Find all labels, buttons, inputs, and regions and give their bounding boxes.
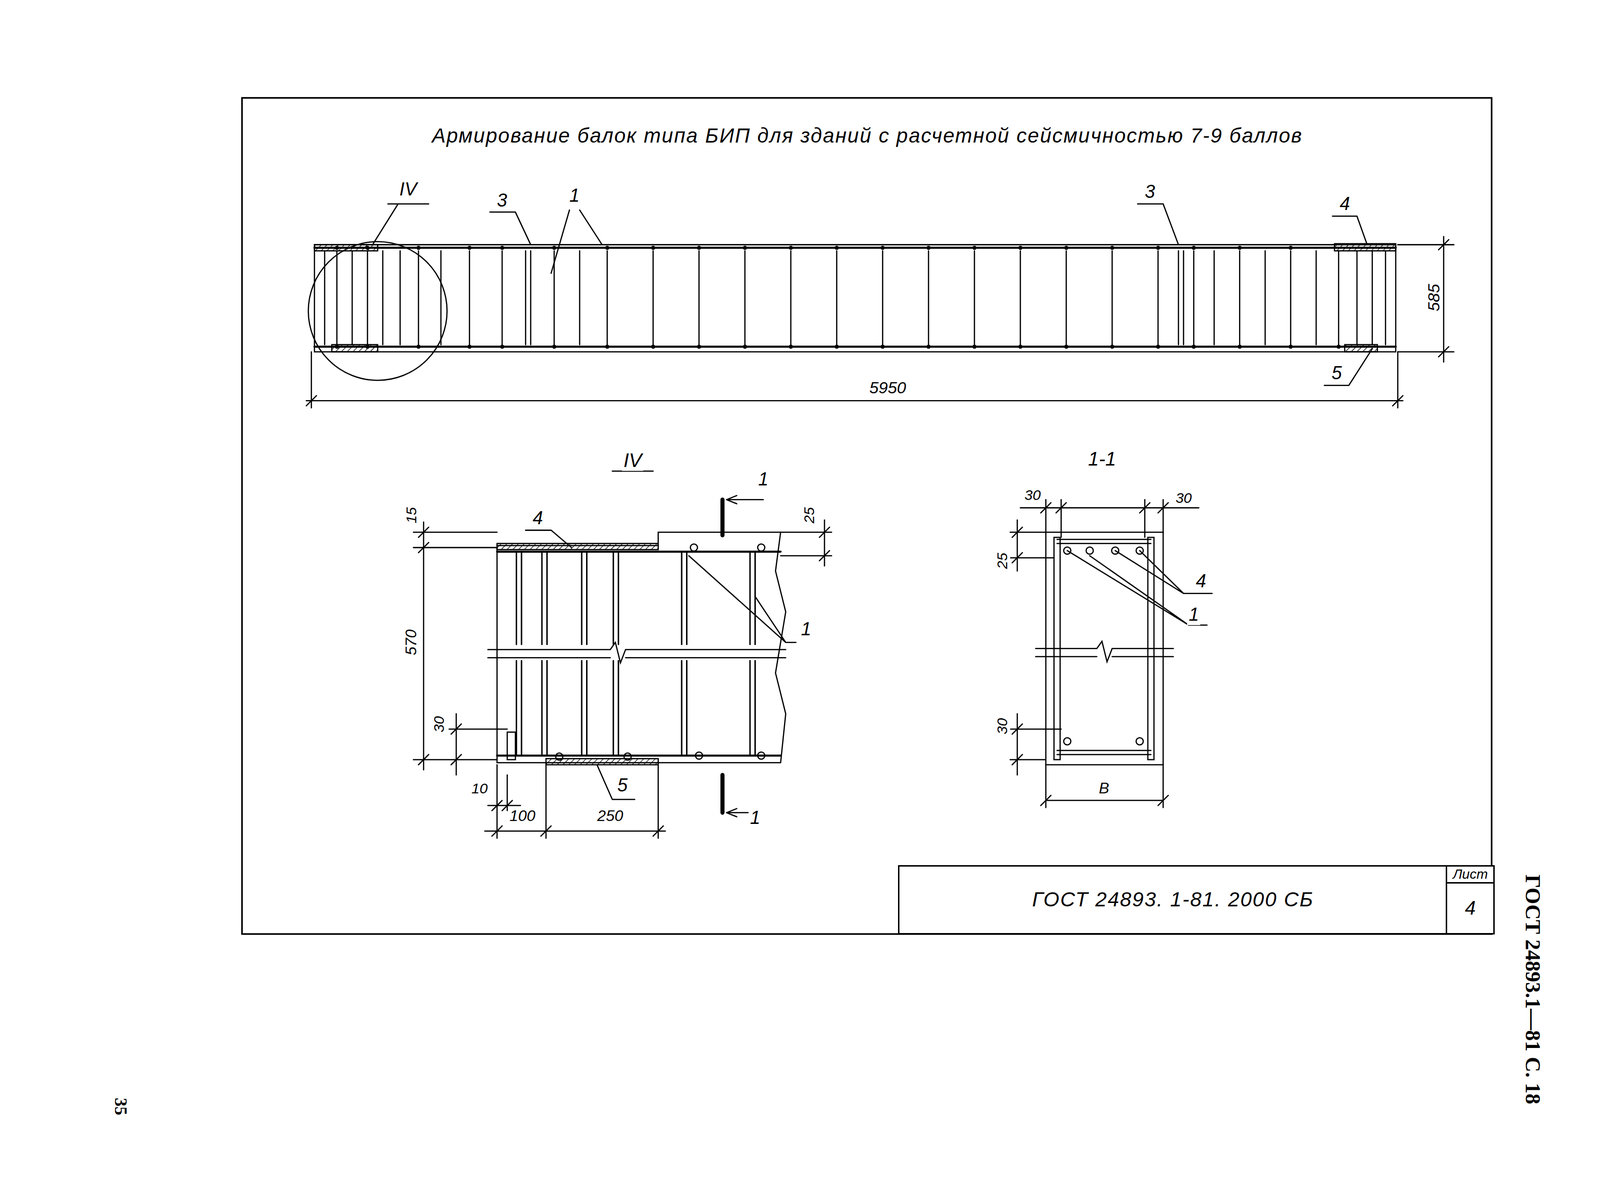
drawing-label: 25 bbox=[994, 551, 1011, 571]
drawing-label: 3 bbox=[1143, 181, 1157, 203]
beam-elevation bbox=[306, 204, 1454, 409]
drawing-label: 10 bbox=[470, 780, 490, 797]
drawing-label: 570 bbox=[402, 628, 420, 657]
sheet-number-cell: Лист4 bbox=[1445, 865, 1495, 935]
drawing-label: ГОСТ 24893.1—81 С. 18 bbox=[1520, 873, 1545, 1107]
drawing-label: В bbox=[1097, 780, 1111, 798]
drawing-label: 30 bbox=[1023, 487, 1043, 504]
drawing-label: 1-1 bbox=[1086, 448, 1118, 470]
drawing-label: 250 bbox=[595, 807, 625, 825]
drawing-label: IV bbox=[621, 449, 644, 472]
drawing-label: 4 bbox=[1194, 571, 1208, 592]
sheet-title: Армирование балок типа БИП для зданий с … bbox=[431, 124, 1303, 148]
drawing-label: 1 bbox=[568, 185, 582, 207]
sheet-frame bbox=[242, 97, 1492, 935]
drawing-label: 5 bbox=[615, 775, 629, 797]
drawing-label: 25 bbox=[800, 505, 817, 525]
drawing-label: 1 bbox=[1187, 604, 1201, 626]
drawing-label: 4 bbox=[1338, 194, 1352, 215]
drawing-label: 30 bbox=[994, 717, 1011, 736]
drawing-label: 15 bbox=[403, 505, 420, 525]
drawing-label: 3 bbox=[495, 190, 509, 212]
drawing-label: 4 bbox=[531, 508, 545, 529]
drawing-label: 1 bbox=[799, 619, 813, 640]
drawing-label: IV bbox=[397, 179, 419, 200]
title-block-cell: ГОСТ 24893. 1-81. 2000 СБ bbox=[897, 865, 1449, 935]
section-1-1 bbox=[1010, 499, 1212, 808]
drawing-label: 1 bbox=[748, 808, 762, 829]
cell-text: 4 bbox=[1465, 883, 1476, 934]
drawing-label: 30 bbox=[1174, 489, 1193, 507]
drawing-label: 100 bbox=[507, 807, 537, 825]
drawing-label: 1 bbox=[756, 469, 770, 490]
drawing-label: 30 bbox=[430, 715, 447, 735]
drawing-label: 5 bbox=[1330, 363, 1344, 384]
drawing-label: 35 bbox=[110, 1096, 131, 1118]
drawing-label: 585 bbox=[1424, 282, 1443, 314]
detail-iv bbox=[413, 471, 832, 839]
cell-text: ГОСТ 24893. 1-81. 2000 СБ bbox=[1031, 888, 1314, 912]
drawing-label: 5950 bbox=[867, 378, 908, 397]
cell-text: Лист bbox=[1447, 866, 1494, 884]
